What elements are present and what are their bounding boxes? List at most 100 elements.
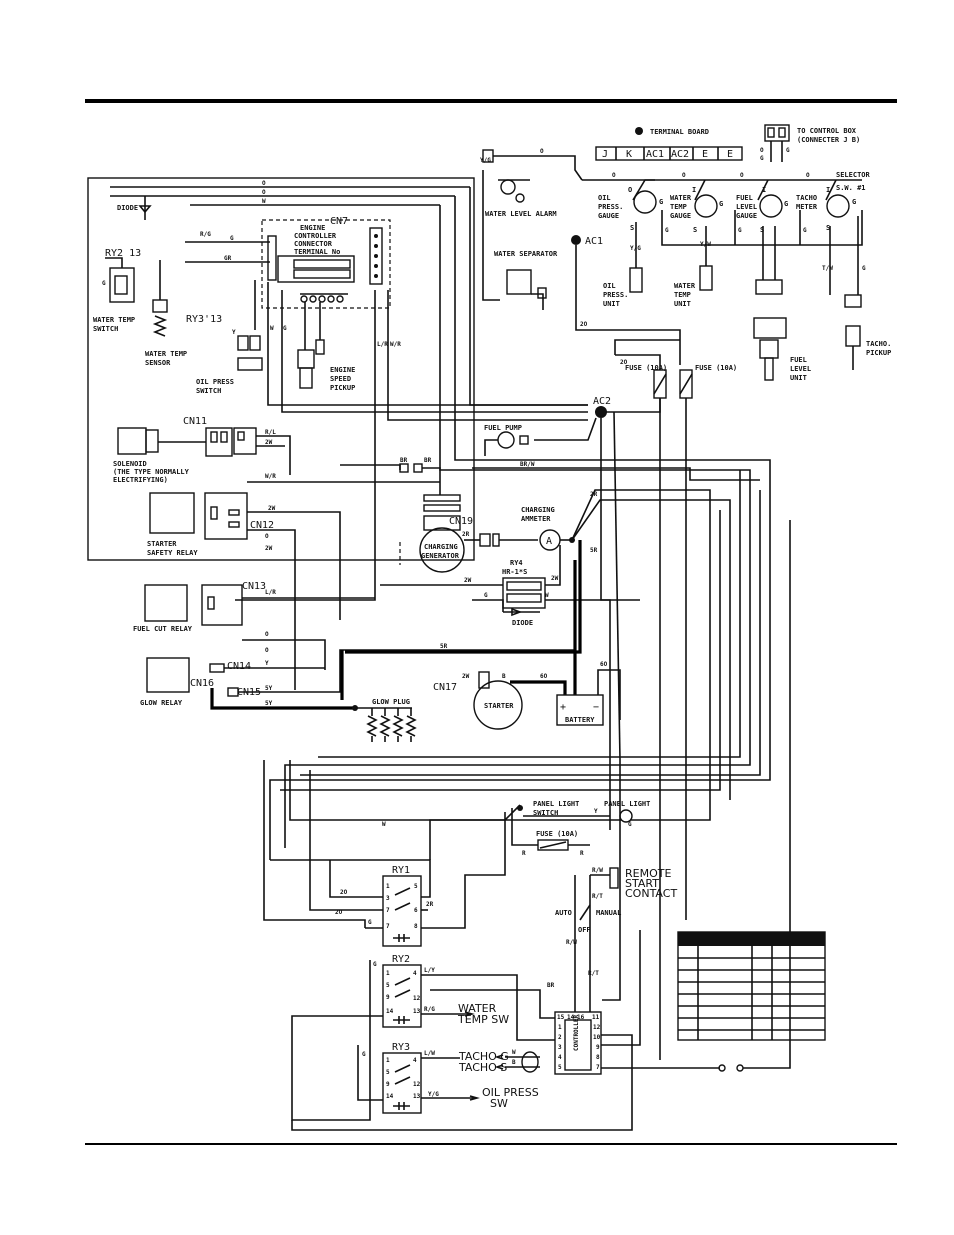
svg-text:8: 8 [596, 1054, 600, 1061]
svg-text:2R: 2R [590, 491, 598, 498]
svg-text:13: 13 [413, 1008, 421, 1015]
engine-speed-pickup: ENGINE SPEED PICKUP [297, 302, 355, 392]
controller-block: 15 14 16 11 12 10 9 8 7 1 2 3 4 5 CONTRO… [291, 520, 791, 1131]
fuel-level-gauge-icon [759, 194, 783, 218]
svg-text:O: O [806, 172, 810, 179]
fuel-level-unit-icon [753, 317, 787, 339]
engine-controller-connector: ENGINE CONTROLLER CONNECTOR TERMINAL No … [261, 216, 391, 309]
svg-text:RY1: RY1 [392, 865, 410, 876]
tacho-meter-l2: METER [796, 203, 818, 211]
oil-press-gauge-icon [633, 190, 657, 214]
svg-text:G: G [862, 265, 866, 272]
svg-text:14: 14 [567, 1014, 575, 1021]
svg-text:G: G [362, 1051, 366, 1058]
svg-text:G: G [803, 227, 807, 234]
svg-text:UNIT: UNIT [790, 374, 807, 382]
charging-generator-icon [419, 527, 465, 573]
footer-rule [85, 1143, 897, 1145]
ry3: RY3 1 5 9 14 4 12 13 G L/W Y/G OIL PRESS… [357, 1042, 539, 1114]
glow-plugs: GLOW PLUG [352, 698, 417, 742]
svg-text:10: 10 [593, 1034, 601, 1041]
svg-text:SENSOR: SENSOR [145, 359, 171, 367]
svg-text:OIL PRESS: OIL PRESS [482, 1086, 539, 1099]
svg-text:G: G [659, 198, 663, 206]
svg-text:7: 7 [596, 1064, 600, 1071]
water-temp-gauge-l2: TEMP [670, 203, 687, 211]
svg-text:DIODE: DIODE [512, 619, 533, 627]
svg-text:CONTROLLER: CONTROLLER [294, 232, 337, 240]
svg-text:O: O [265, 631, 269, 638]
svg-text:2O: 2O [335, 909, 343, 916]
cn19-label: CN19 [449, 516, 473, 527]
oil-press-gauge-l2: PRESS. [598, 203, 623, 211]
fuel-level-gauge-l3: GAUGE [736, 212, 757, 220]
svg-text:12: 12 [413, 995, 421, 1002]
svg-text:B: B [502, 673, 506, 680]
svg-text:WATER TEMP: WATER TEMP [93, 316, 135, 324]
terminal-board: TERMINAL BOARD J K AC1 AC2 E E [595, 127, 743, 161]
svg-text:UNIT: UNIT [603, 300, 620, 308]
ry1: RY1 1 3 7 7 5 6 8 2O 2O 2R G [270, 770, 506, 947]
svg-text:BR: BR [547, 982, 555, 989]
selector-label-l1: SELECTOR [836, 171, 871, 179]
svg-text:1: 1 [386, 883, 390, 890]
ry3-13-label: RY3'13 [186, 314, 222, 325]
svg-text:FUEL PUMP: FUEL PUMP [484, 424, 522, 432]
tb-cell-e2: E [727, 149, 733, 160]
charging-ammeter: A CHARGING AMMETER 2R 5R BR/W [429, 461, 760, 860]
svg-text:BR: BR [424, 457, 432, 464]
starter-safety-relay: STARTER SAFETY RELAY CN12 W/R 2W O 2W [147, 473, 440, 690]
svg-text:Y: Y [232, 329, 236, 336]
selector-label-l2: S.W. #1 [836, 184, 866, 192]
svg-text:L/Y: L/Y [424, 967, 435, 974]
tb-cell-ac1: AC1 [646, 149, 664, 160]
svg-text:O: O [265, 647, 269, 654]
water-level-alarm-label: WATER LEVEL ALARM [485, 210, 557, 218]
svg-text:CHARGING: CHARGING [424, 543, 458, 551]
glow-relay: GLOW RELAY CN14 CN16 CN15 Y 5Y 5Y [140, 649, 576, 710]
svg-text:R/T: R/T [588, 970, 599, 977]
svg-text:G: G [484, 592, 488, 599]
svg-text:5R: 5R [440, 643, 448, 650]
svg-text:RY2: RY2 [392, 954, 410, 965]
svg-text:STARTER: STARTER [147, 540, 177, 548]
svg-text:5Y: 5Y [265, 685, 273, 692]
svg-text:W/R: W/R [390, 341, 401, 348]
fuel-level-gauge-l2: LEVEL [736, 203, 757, 211]
cn14-label: CN14 [227, 661, 251, 672]
svg-text:G: G [368, 919, 372, 926]
svg-text:5: 5 [386, 1069, 390, 1076]
cn12-label: CN12 [250, 520, 274, 531]
tb-cell-k: K [626, 149, 632, 160]
svg-text:5: 5 [414, 883, 418, 890]
svg-text:TACHO.: TACHO. [866, 340, 891, 348]
water-level-alarm: O Y/G WATER LEVEL ALARM WATER SEPARATOR [480, 148, 583, 310]
svg-text:AC1: AC1 [585, 236, 603, 247]
svg-text:G: G [760, 155, 764, 162]
svg-text:14: 14 [386, 1008, 394, 1015]
svg-text:SAFETY RELAY: SAFETY RELAY [147, 549, 198, 557]
svg-text:O: O [540, 148, 544, 155]
oil-press-switch: RY3'13 OIL PRESS SWITCH Y [186, 280, 263, 395]
svg-text:R/L: R/L [265, 429, 276, 436]
svg-text:TERMINAL No: TERMINAL No [294, 248, 340, 256]
svg-text:2: 2 [558, 1034, 562, 1041]
svg-text:2O: 2O [620, 359, 628, 366]
svg-text:1: 1 [386, 970, 390, 977]
diode-top: DIODE RY2 13 [105, 196, 152, 259]
svg-text:6: 6 [414, 907, 418, 914]
svg-text:O: O [262, 180, 266, 187]
oil-press-gauge-l3: GAUGE [598, 212, 619, 220]
svg-text:TEMP SW: TEMP SW [457, 1013, 509, 1026]
svg-text:A: A [546, 536, 552, 547]
engine-block-frame: O O W [87, 177, 475, 561]
svg-text:14: 14 [386, 1093, 394, 1100]
svg-text:W/R: W/R [265, 473, 276, 480]
svg-text:G: G [784, 200, 788, 208]
water-temp-gauge-l1: WATER [670, 194, 692, 202]
svg-text:WATER: WATER [674, 282, 696, 290]
svg-text:SWITCH: SWITCH [93, 325, 118, 333]
svg-text:G: G [852, 198, 856, 206]
svg-text:BATTERY: BATTERY [565, 716, 595, 724]
svg-text:I: I [762, 186, 766, 194]
